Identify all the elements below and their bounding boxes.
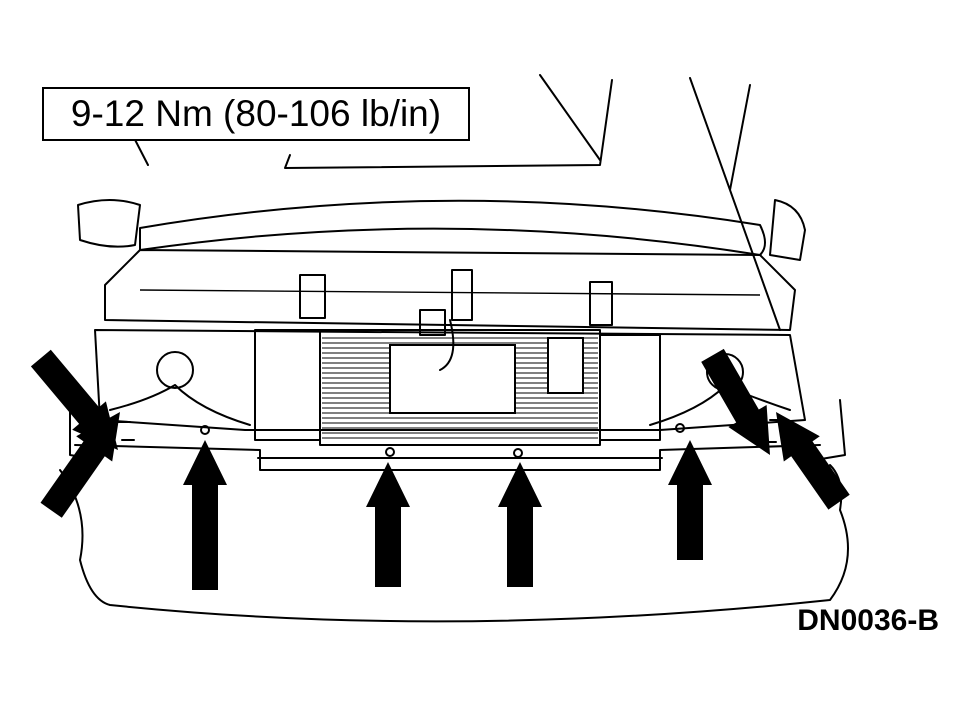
fastener-arrow-4 (366, 462, 410, 587)
fastener-arrows (30, 348, 850, 590)
latch-bracket (419, 269, 473, 336)
left-headlamp-socket (156, 351, 194, 389)
upper-radiator-support (104, 249, 796, 331)
upper-cowl (139, 199, 766, 256)
fastener-arrow-3 (183, 440, 227, 590)
support-edge (139, 289, 761, 296)
support-brackets (299, 274, 613, 326)
hood-prop-rod (539, 74, 781, 331)
fastener-arrow-5 (498, 462, 542, 587)
torque-spec-label: 9-12 Nm (80-106 lb/in) (70, 93, 442, 134)
radiator-core (319, 319, 601, 446)
fastener-arrow-8 (701, 348, 770, 455)
wiring-harness (109, 384, 791, 426)
figure-id-label: DN0036-B (797, 604, 939, 637)
torque-callout-box: 9-12 Nm (80-106 lb/in) (42, 87, 470, 141)
fastener-arrow-6 (668, 440, 712, 560)
right-mirror (769, 199, 806, 261)
fastener-arrow-2 (30, 349, 118, 450)
bumper-cover (59, 464, 849, 623)
fastener-arrow-7 (776, 412, 850, 510)
left-mirror (77, 199, 141, 248)
fastener-points (117, 419, 783, 458)
left-inner-panel (254, 329, 321, 441)
